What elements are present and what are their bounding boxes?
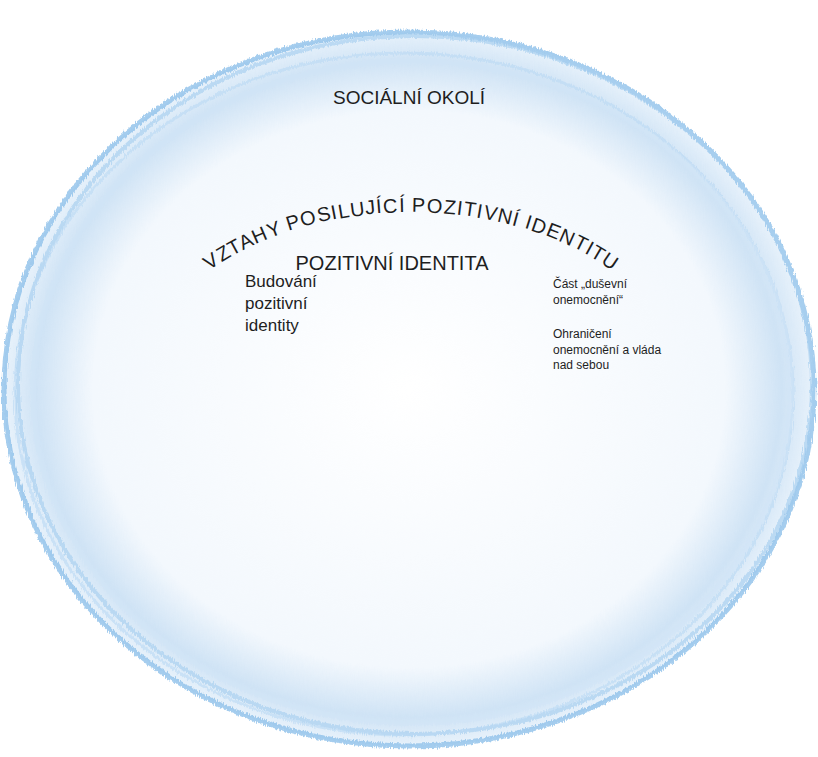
ellipse-outline [0,28,818,750]
social-region: Část „duševní onemocnění“ Ohraničení onem… [0,28,818,750]
part-text: Část „duševní onemocnění“ [553,277,665,308]
band-title: VZTAHY POSILUJÍCÍ POZITIVNÍ IDENTITU [95,158,96,159]
region-title: SOCIÁLNÍ OKOLÍ [259,86,559,111]
part-text: Ohraničení onemocnění a vláda nad sebou [553,327,665,374]
note-label: Budování pozitivní identity [245,271,340,337]
